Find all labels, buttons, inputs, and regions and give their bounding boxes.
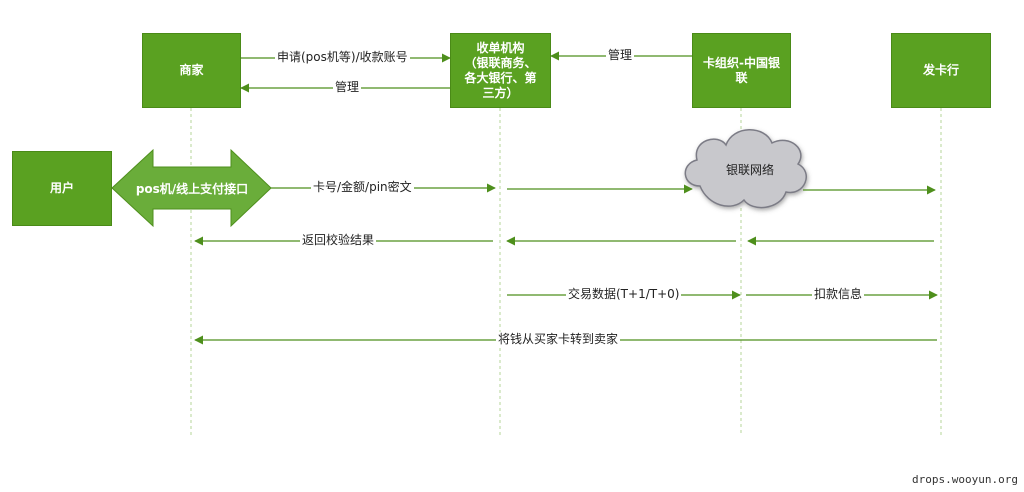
message-deduct-info: 扣款信息 xyxy=(812,287,865,301)
message-apply: 申请(pos机等)/收款账号 xyxy=(275,50,410,64)
actor-acquirer: 收单机构 （银联商务、 各大银行、第 三方） xyxy=(450,33,551,108)
message-verify-result: 返回校验结果 xyxy=(300,233,377,247)
message-manage-acq: 管理 xyxy=(333,80,362,94)
message-trade-data: 交易数据(T+1/T+0) xyxy=(566,287,682,301)
network-cloud-label: 银联网络 xyxy=(725,163,774,177)
actor-issuer: 发卡行 xyxy=(891,33,991,108)
message-manage-org: 管理 xyxy=(606,48,635,62)
actor-user: 用户 xyxy=(12,151,112,226)
actor-merchant: 商家 xyxy=(142,33,241,108)
message-card-info: 卡号/金额/pin密文 xyxy=(311,180,414,194)
watermark: drops.wooyun.org xyxy=(912,473,1018,486)
network-cloud xyxy=(684,129,807,209)
actor-card-org: 卡组织-中国银 联 xyxy=(692,33,791,108)
pos-interface-label: pos机/线上支付接口 xyxy=(135,182,249,196)
message-transfer: 将钱从买家卡转到卖家 xyxy=(496,332,621,346)
